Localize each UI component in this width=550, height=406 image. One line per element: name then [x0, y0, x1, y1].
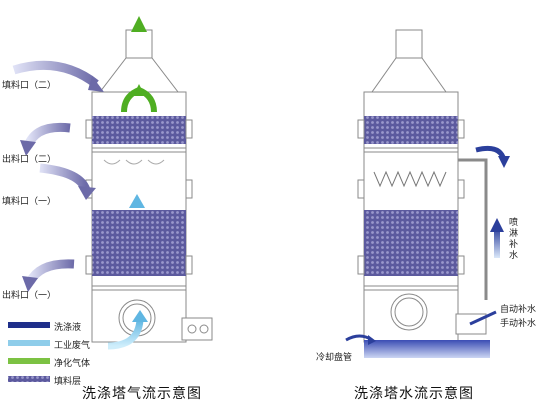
right-water-arrows	[345, 145, 510, 358]
label-fill-port-1: 填料口（一）	[2, 197, 57, 207]
label-fill-port-2: 填料口（二）	[2, 81, 57, 91]
left-pump-box	[181, 317, 213, 341]
legend-swatch-packing	[8, 376, 50, 382]
left-caption: 洗涤塔气流示意图	[82, 386, 202, 402]
legend-swatch-washing-liquid	[8, 322, 50, 328]
label-spray-refill: 喷淋补水	[508, 218, 518, 261]
left-flange	[185, 255, 193, 275]
left-gas-arrows	[12, 16, 157, 350]
legend-label-packing: 填料层	[54, 377, 82, 387]
right-upper-packing	[364, 116, 458, 144]
left-spray-nozzles	[103, 159, 165, 165]
legend-swatch-purified-gas	[8, 358, 50, 364]
legend	[8, 322, 50, 382]
right-lower-packing	[364, 210, 458, 276]
legend-swatch-waste-gas	[8, 340, 50, 346]
left-tower	[85, 29, 213, 343]
label-outlet-2: 出料口（二）	[2, 155, 57, 165]
left-flange	[185, 119, 193, 139]
legend-label-waste-gas: 工业废气	[54, 341, 91, 351]
right-top-cone	[371, 57, 447, 93]
label-auto-refill: 自动补水	[500, 305, 537, 315]
label-cooling-coil: 冷却盘管	[316, 353, 353, 363]
left-flange	[185, 179, 193, 199]
label-outlet-1: 出料口（一）	[2, 291, 57, 301]
right-tower	[357, 29, 488, 343]
right-water-basin	[364, 340, 490, 358]
left-flange	[85, 119, 93, 139]
right-spray-nozzles	[373, 170, 447, 188]
legend-label-washing-liquid: 洗涤液	[54, 323, 82, 333]
left-flange	[85, 255, 93, 275]
left-upper-packing	[92, 116, 186, 144]
right-caption: 洗涤塔水流示意图	[354, 386, 474, 402]
legend-label-purified-gas: 净化气体	[54, 359, 91, 369]
label-manual-refill: 手动补水	[500, 319, 537, 329]
right-exhaust-stack	[395, 29, 423, 59]
